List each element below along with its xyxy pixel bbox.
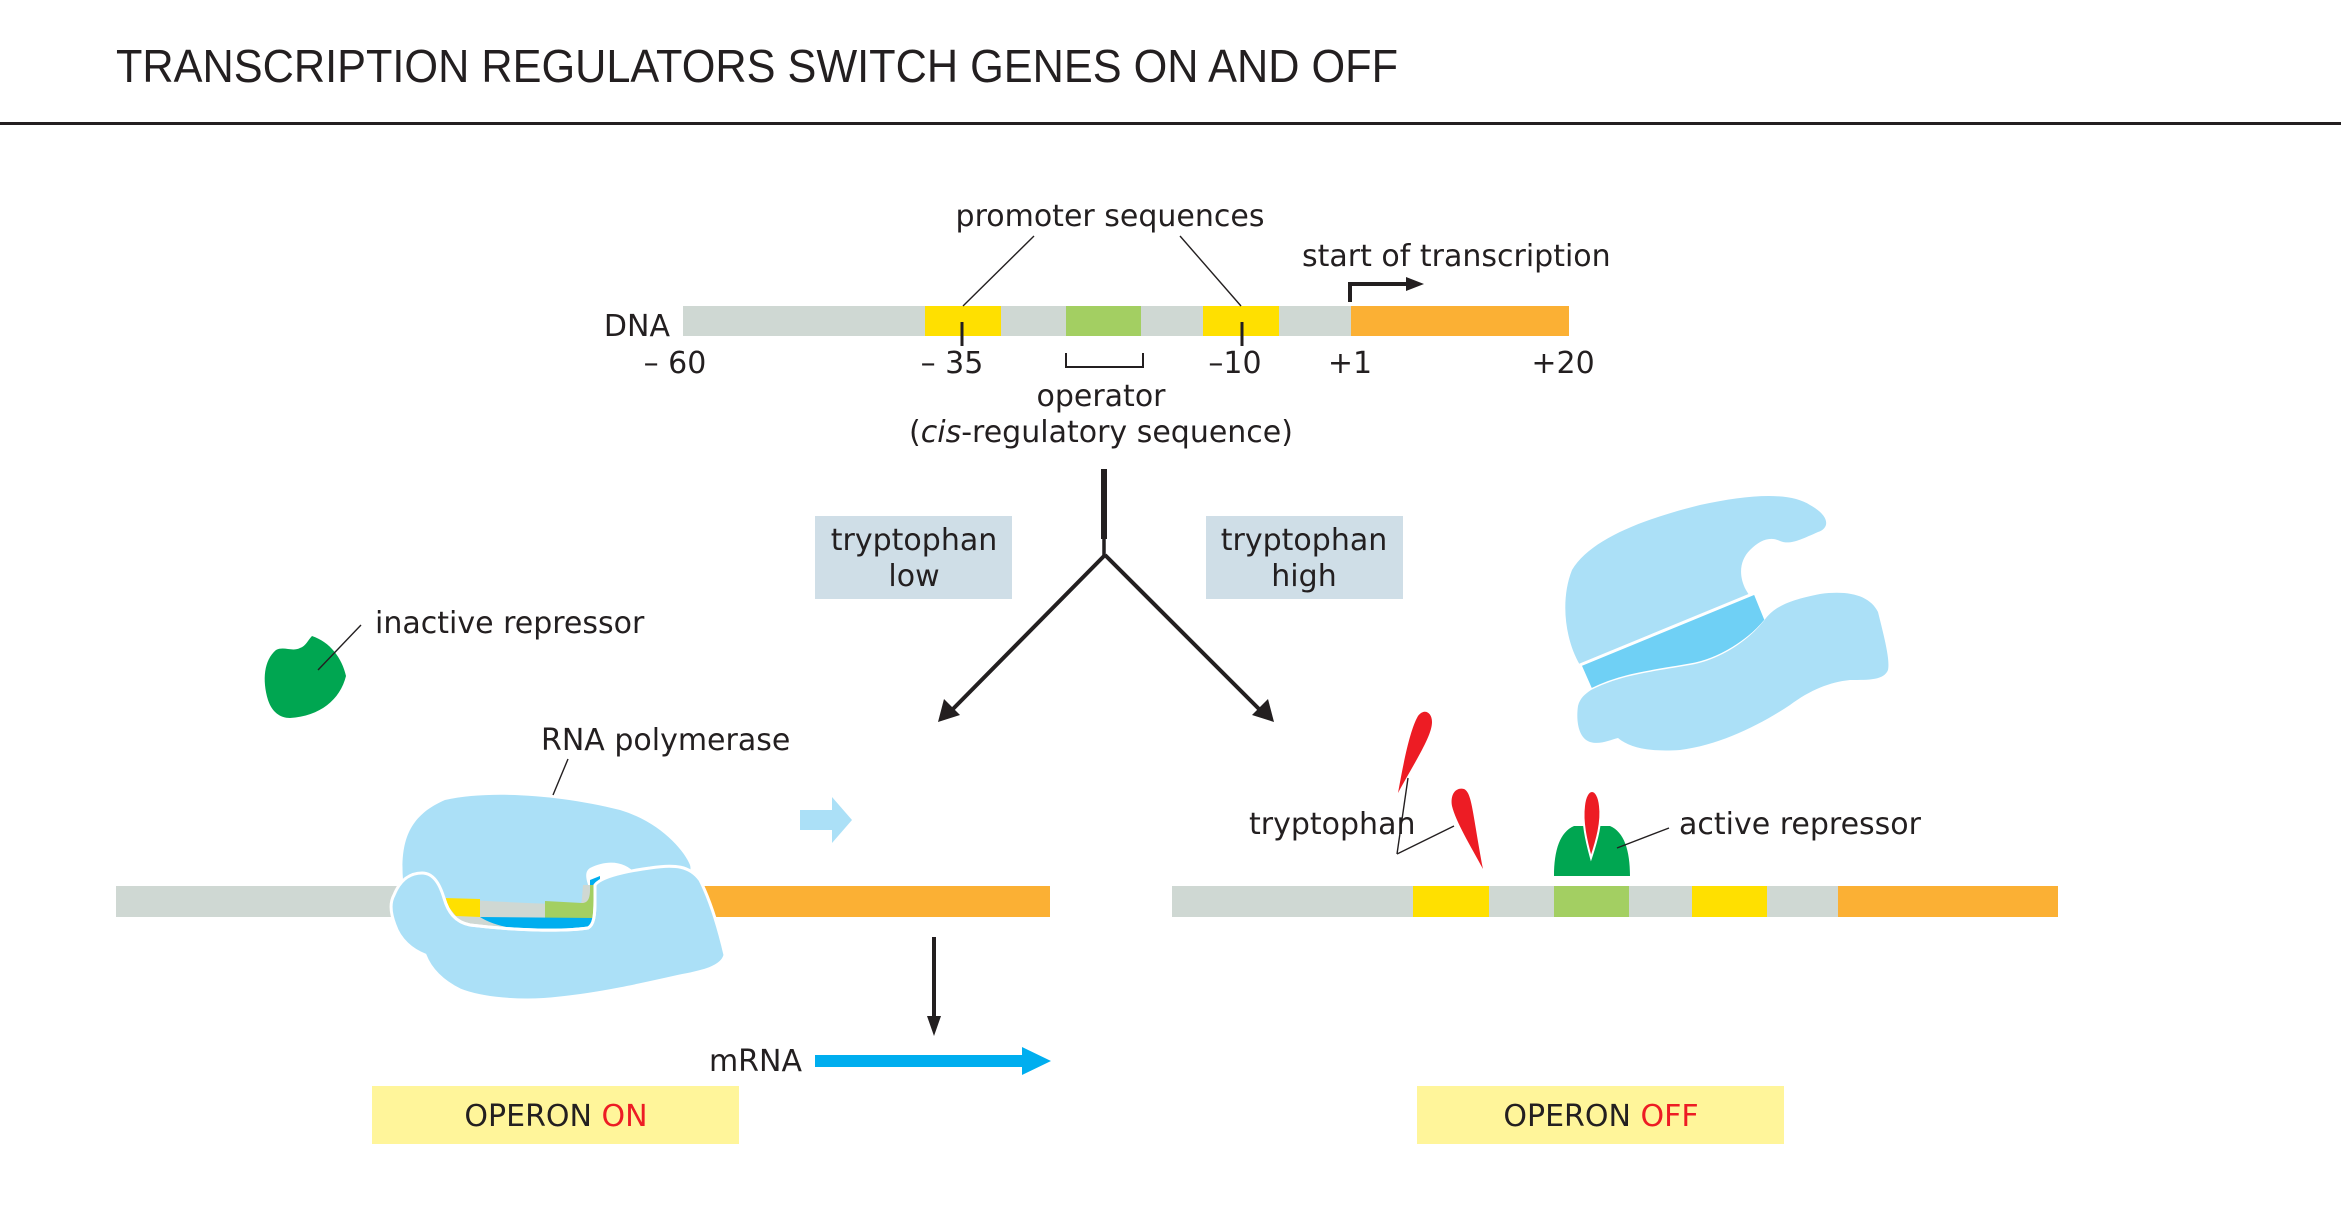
branch-arrow-low (948, 553, 1107, 714)
operator-sub-open: ( (909, 415, 921, 450)
condition-low-bg (815, 516, 1012, 599)
mrna-label: mRNA (709, 1044, 803, 1079)
page-title: TRANSCRIPTION REGULATORS SWITCH GENES ON… (116, 40, 1398, 92)
active-repressor-icon (1554, 826, 1630, 876)
tryptophan-molecule-1-icon (1398, 711, 1432, 793)
transcribe-arrowhead-icon (927, 1016, 941, 1036)
condition-low-line2: low (888, 559, 939, 594)
condition-low-line1: tryptophan (831, 523, 997, 558)
rna-polymerase-icon (389, 794, 727, 1002)
operon-on-box (372, 1086, 739, 1144)
gene-region-right (1838, 886, 2058, 917)
bound-tryptophan-icon (1582, 790, 1602, 862)
gene-region (1351, 306, 1569, 336)
operator-sublabel: (cis-regulatory sequence) (909, 415, 1293, 450)
gene-region-left (700, 886, 1050, 917)
position-plus20: +20 (1531, 346, 1594, 381)
rna-polymerase-label: RNA polymerase (541, 723, 790, 758)
dna-map: DNA – 60 – 35 –10 +1 +20 promoter sequen… (604, 199, 1611, 450)
inactive-repressor-leader (317, 624, 362, 671)
operator-label: operator (1036, 379, 1166, 414)
transcription-start-arrow-icon (1348, 282, 1410, 302)
transcription-start-arrowhead-icon (1406, 277, 1424, 291)
branch-arrows (938, 469, 1274, 722)
arrowhead-low-icon (938, 699, 960, 722)
position-minus60: – 60 (644, 346, 707, 381)
active-repressor-label: active repressor (1679, 807, 1922, 842)
operator-region-right (1554, 886, 1629, 917)
condition-high-bg (1206, 516, 1403, 599)
promoter-leader-left (962, 235, 1035, 307)
promoter-sequences-label: promoter sequences (956, 199, 1265, 234)
tryptophan-leader-1 (1396, 777, 1409, 855)
right-panel: tryptophan active repressor OPERON OFF (1172, 495, 2058, 1144)
header-divider (0, 122, 2341, 125)
inactive-repressor-icon (264, 636, 346, 718)
operon-off-prefix: OPERON (1503, 1099, 1640, 1134)
promoter-leader-right (1179, 235, 1242, 307)
position-minus35: – 35 (921, 346, 984, 381)
operon-on-text: OPERON ON (464, 1099, 647, 1134)
position-plus1: +1 (1328, 346, 1372, 381)
condition-high-line2: high (1271, 559, 1336, 594)
tryptophan-leader-2 (1396, 825, 1455, 855)
dna-label: DNA (604, 309, 671, 344)
promoter-minus10-right (1692, 886, 1767, 917)
operator-sub-rest: -regulatory sequence) (961, 415, 1293, 450)
left-panel: inactive repressor RNA polymerase mRNA (116, 606, 1051, 1144)
start-of-transcription-label: start of transcription (1302, 239, 1611, 274)
transcription-direction-arrow-icon (800, 797, 852, 843)
operator-sub-cis: cis (921, 415, 961, 450)
operon-off-box (1417, 1086, 1784, 1144)
inactive-repressor-label: inactive repressor (375, 606, 645, 641)
operon-off-text: OPERON OFF (1503, 1099, 1698, 1134)
arrowhead-high-icon (1252, 699, 1274, 722)
condition-low-box: tryptophan low (815, 516, 1012, 599)
active-repressor-leader (1616, 827, 1670, 849)
promoter-minus35-right (1413, 886, 1489, 917)
operator-region (1066, 306, 1141, 336)
condition-high-box: tryptophan high (1206, 516, 1403, 599)
operon-on-state: ON (602, 1099, 648, 1134)
mrna-arrow-icon (815, 1047, 1051, 1075)
tryptophan-label: tryptophan (1249, 807, 1415, 842)
tryptophan-molecule-2-icon (1451, 788, 1483, 869)
operon-off-state: OFF (1640, 1099, 1698, 1134)
operon-on-prefix: OPERON (464, 1099, 601, 1134)
rna-polymerase-leader (552, 758, 569, 796)
rna-polymerase-detached-icon (1565, 495, 1889, 751)
position-minus10: –10 (1208, 346, 1261, 381)
branch-arrow-high (1103, 553, 1264, 714)
condition-high-line1: tryptophan (1221, 523, 1387, 558)
operator-bracket (1065, 353, 1144, 368)
